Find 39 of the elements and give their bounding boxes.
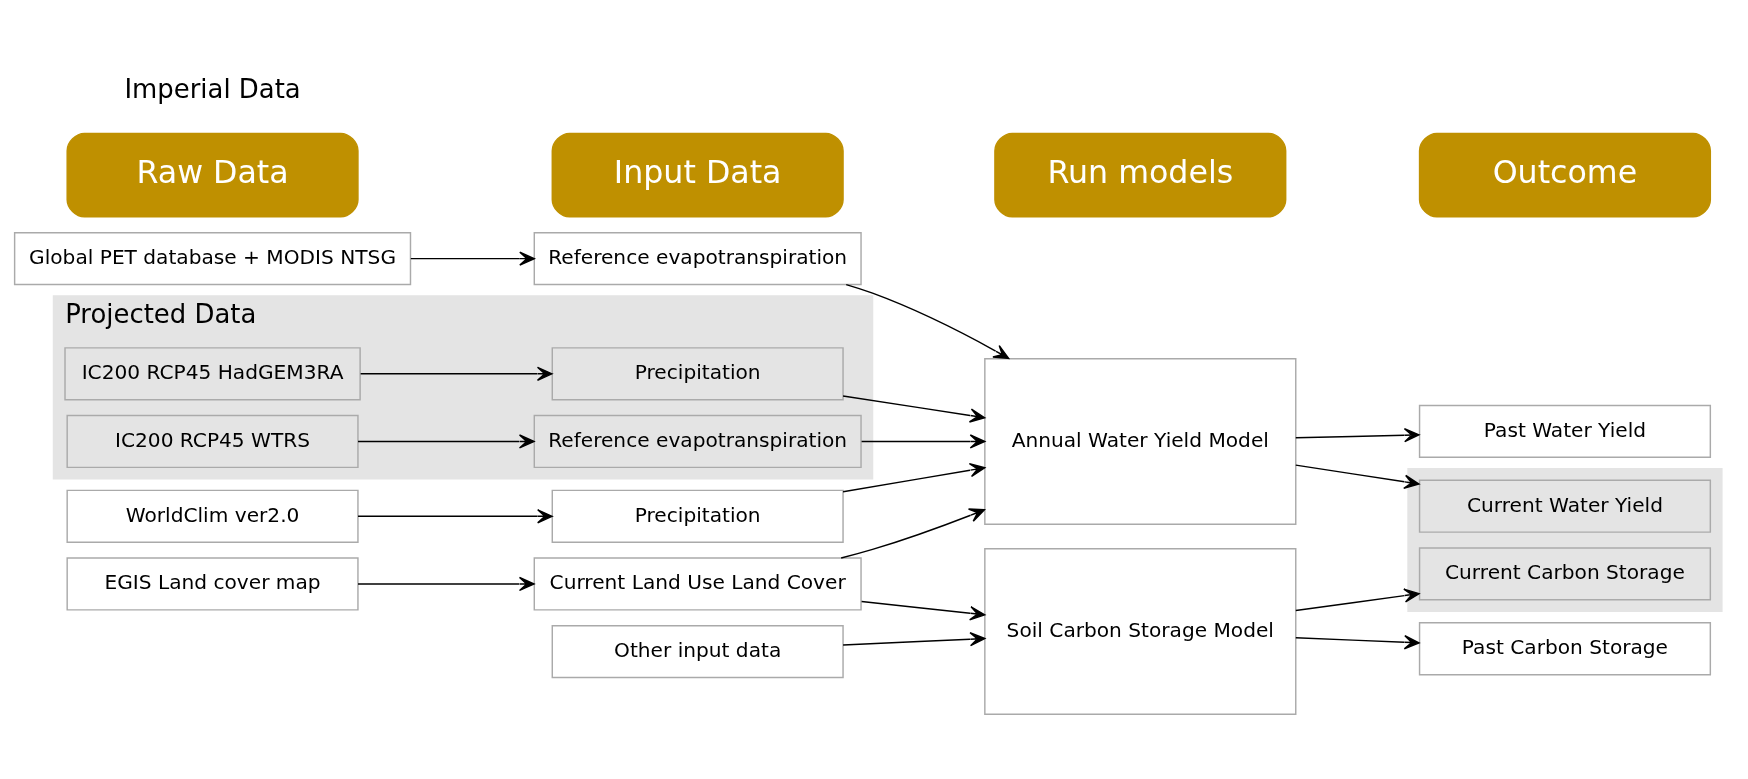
node-box: Raw Data	[66, 132, 359, 218]
node-box: EGIS Land cover map	[66, 556, 359, 611]
arrow	[1295, 463, 1420, 489]
node-box: IC200 RCP45 WTRS	[66, 414, 359, 468]
node-box: Run models	[994, 132, 1287, 218]
node-box: Current Carbon Storage	[1418, 546, 1712, 600]
arrow	[842, 462, 986, 493]
node-box: Annual Water Yield Model	[984, 357, 1297, 525]
arrow	[842, 394, 986, 423]
arrow	[357, 433, 535, 449]
arrow	[359, 366, 553, 381]
arrow	[860, 433, 986, 449]
label: Imperial Data	[124, 73, 301, 104]
node-box: Outcome	[1418, 132, 1712, 218]
arrow	[842, 631, 986, 646]
node-box: Current Land Use Land Cover	[533, 556, 862, 611]
arrow	[845, 283, 1010, 359]
node-box: Global PET database + MODIS NTSG	[13, 231, 412, 285]
arrow	[357, 576, 535, 591]
arrow	[1295, 587, 1420, 611]
arrow	[357, 508, 553, 523]
node-box: Reference evapotranspiration	[533, 414, 862, 468]
arrow	[410, 250, 535, 266]
node-box: Soil Carbon Storage Model	[984, 547, 1297, 715]
arrow	[1295, 634, 1420, 649]
node-box: Past Water Yield	[1418, 404, 1712, 458]
node-box: Precipitation	[551, 346, 844, 400]
arrow	[860, 600, 986, 620]
cluster	[1407, 467, 1723, 612]
node-box: Other input data	[551, 624, 844, 678]
node-box: Reference evapotranspiration	[533, 231, 862, 285]
node-box: WorldClim ver2.0	[66, 489, 359, 543]
node-box: Precipitation	[551, 489, 844, 543]
node-box: Past Carbon Storage	[1418, 621, 1712, 675]
arrow	[840, 507, 986, 559]
node-box: Input Data	[551, 132, 844, 218]
node-box: Current Water Yield	[1418, 479, 1712, 533]
node-box: IC200 RCP45 HadGEM3RA	[64, 346, 361, 400]
arrow	[1295, 427, 1420, 442]
